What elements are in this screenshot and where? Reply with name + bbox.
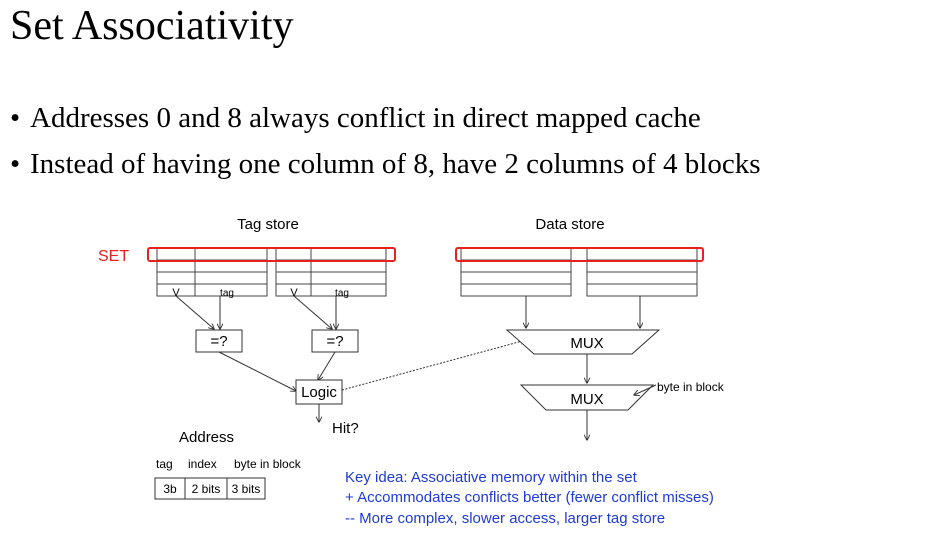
hit-label: Hit? xyxy=(332,420,359,437)
address-title: Address xyxy=(179,429,234,446)
key-idea-line: -- More complex, slower access, larger t… xyxy=(345,510,665,527)
data-store-way-1 xyxy=(460,247,572,297)
set-highlight-data-store xyxy=(455,247,704,262)
tag-column-label: tag xyxy=(335,288,349,299)
bullet-item: • Addresses 0 and 8 always conflict in di… xyxy=(10,98,760,144)
byte-in-block-select-arrow xyxy=(634,384,657,395)
valid-bit-label: V xyxy=(172,287,180,299)
address-field-byte-label: byte in block xyxy=(234,457,302,471)
comparator-label: =? xyxy=(326,333,343,350)
logic-to-mux-select-arrow xyxy=(341,340,526,391)
address-bit-box xyxy=(154,477,266,500)
valid-bit-label: V xyxy=(290,287,298,299)
comparator-1-to-logic-arrow xyxy=(218,351,296,391)
set-label: SET xyxy=(98,248,129,265)
tag-column-label: tag xyxy=(220,288,234,299)
data-store-way-2 xyxy=(586,247,698,297)
byte-in-block-label: byte in block xyxy=(657,380,725,394)
byte-select-mux xyxy=(519,384,655,411)
slide-title: Set Associativity xyxy=(10,3,294,49)
mux-label: MUX xyxy=(570,335,603,352)
bullet-text: Instead of having one column of 8, have … xyxy=(30,148,761,180)
valid-arrow-way-1 xyxy=(175,295,214,329)
address-field-index-label: index xyxy=(188,457,217,471)
address-byte-width: 3 bits xyxy=(232,482,261,496)
logic-block xyxy=(295,379,343,405)
way-select-mux xyxy=(505,329,661,355)
comparator-2-to-logic-arrow xyxy=(318,351,336,380)
key-idea-line: Key idea: Associative memory within the … xyxy=(345,469,638,486)
address-field-tag-label: tag xyxy=(156,457,173,471)
bullet-dot: • xyxy=(10,148,21,180)
address-tag-width: 3b xyxy=(163,482,177,496)
logic-label: Logic xyxy=(301,384,337,401)
set-highlight-tag-store xyxy=(147,247,396,262)
bullet-text: Addresses 0 and 8 always conflict in dir… xyxy=(30,102,701,134)
bullet-dot: • xyxy=(10,102,21,134)
data-store-label: Data store xyxy=(535,216,604,233)
address-index-width: 2 bits xyxy=(192,482,221,496)
key-idea-line: + Accommodates conflicts better (fewer c… xyxy=(345,489,714,506)
valid-arrow-way-2 xyxy=(293,295,332,329)
bullet-list: • Addresses 0 and 8 always conflict in di… xyxy=(10,98,760,190)
comparator-label: =? xyxy=(210,333,227,350)
mux-label: MUX xyxy=(570,391,603,408)
bullet-item: • Instead of having one column of 8, have… xyxy=(10,144,760,190)
tag-store-label: Tag store xyxy=(237,216,299,233)
